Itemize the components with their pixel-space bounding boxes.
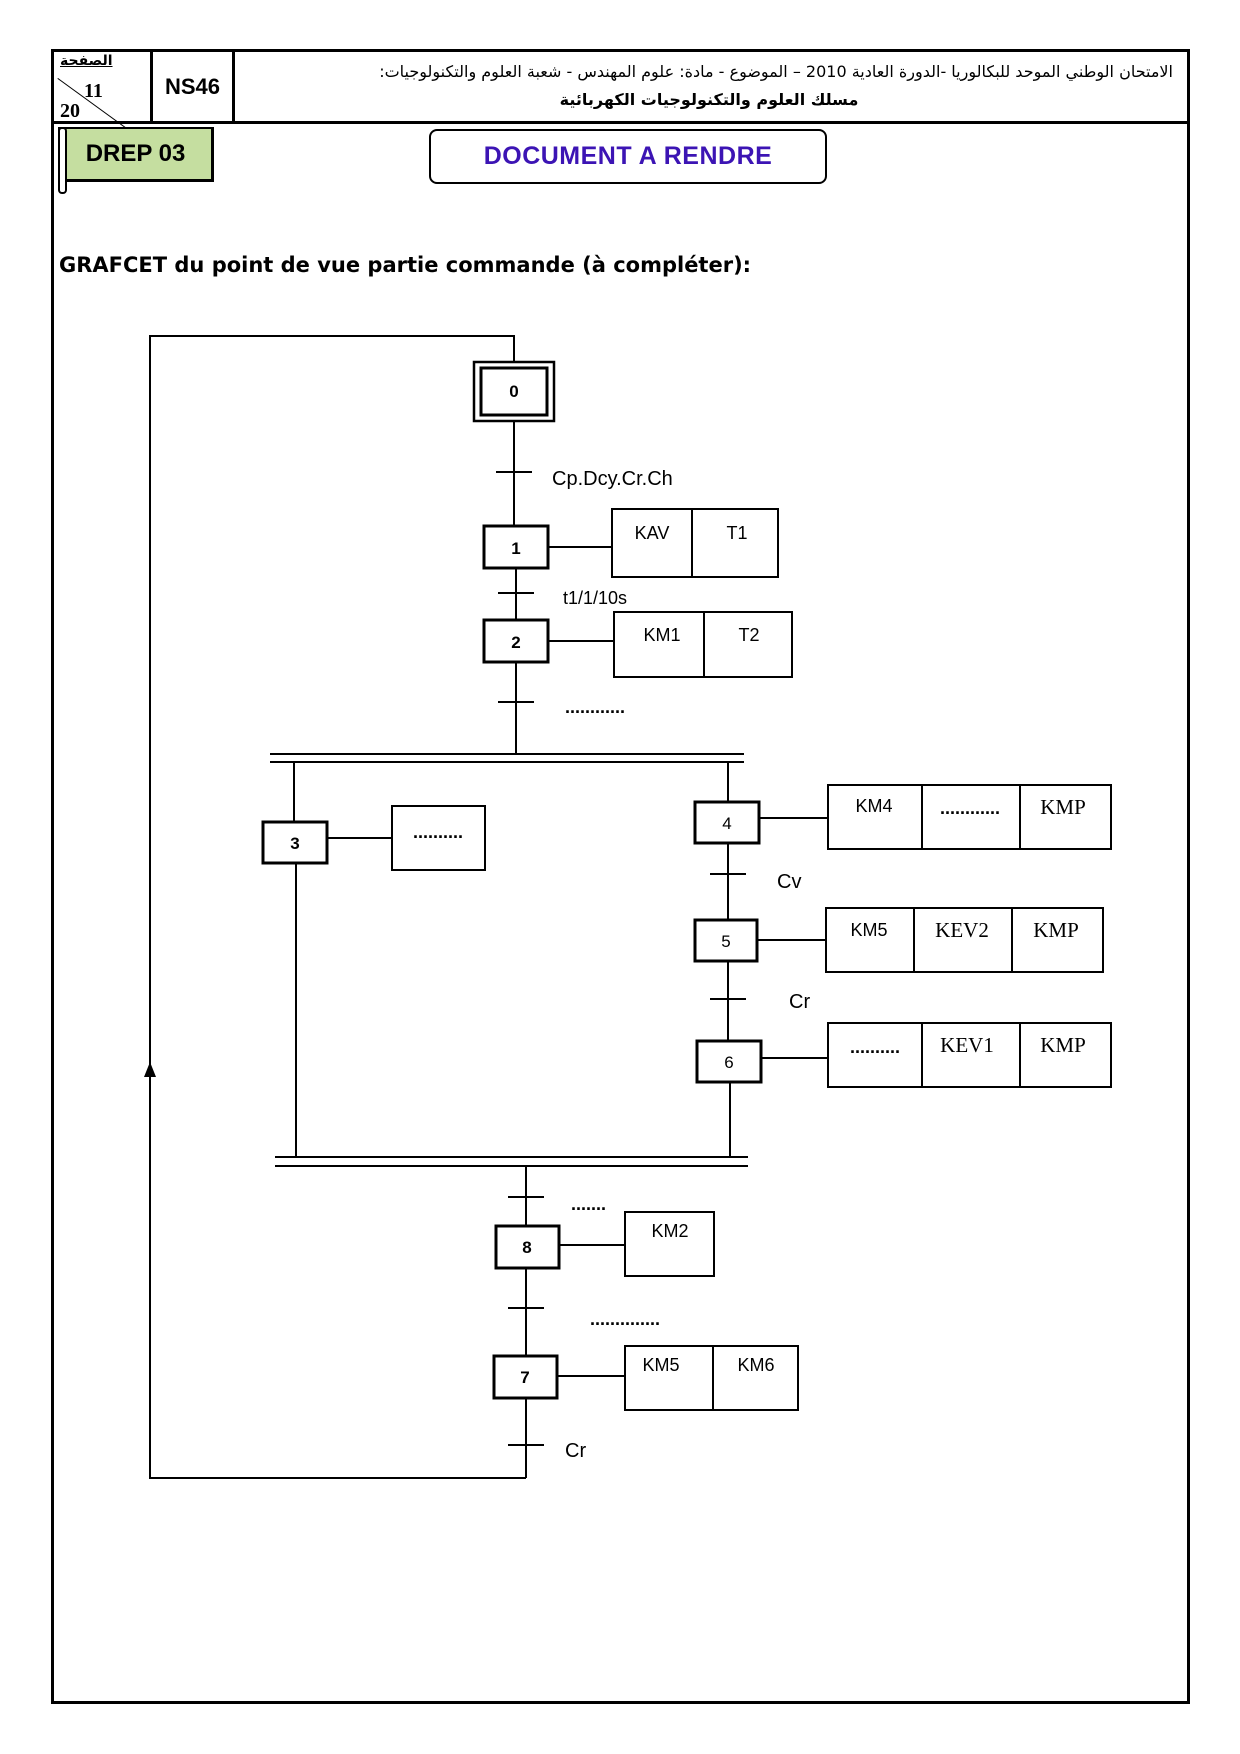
action-box-6 [827,1022,1112,1088]
step-0-label: 0 [509,382,518,401]
step-2-label: 2 [511,633,520,652]
action-box-7 [624,1345,799,1411]
action-box-4 [827,784,1112,850]
exam-title-line2: مسلك العلوم والتكنولوجيات الكهربائية [559,90,859,109]
step-4-label: 4 [722,814,731,833]
action-5-km5: KM5 [850,920,887,940]
action-2-km1: KM1 [643,625,680,645]
exam-title-line1: الامتحان الوطني الموحد للبكالوريا -الدور… [379,62,1173,81]
action-5-kev2: KEV2 [935,918,989,942]
action-box-3 [391,805,486,871]
action-1-kav: KAV [635,523,670,543]
action-6-kev1: KEV1 [940,1033,994,1057]
step-5-label: 5 [721,932,730,951]
loop-back-line [149,335,526,1479]
receptivity-2: ............ [565,697,625,717]
section-subtitle: GRAFCET du point de vue partie commande … [59,253,752,277]
action-5-kmp: KMP [1033,918,1079,942]
step-1-label: 1 [511,539,520,558]
action-4-kmp: KMP [1040,795,1086,819]
receptivity-4-5: Cv [777,871,801,893]
step-8 [494,1224,561,1270]
page-number: 11 [84,80,103,102]
action-box-8 [624,1211,715,1277]
action-6-blank: .......... [850,1037,900,1057]
receptivity-7-0: Cr [565,1440,586,1462]
step-7-label: 7 [520,1368,529,1387]
receptivity-1-2: t1/1/10s [563,588,627,608]
exam-title: الامتحان الوطني الموحد للبكالوريا -الدور… [232,49,1190,124]
action-4-km4: KM4 [855,796,892,816]
step-6-label: 6 [724,1053,733,1072]
drep-scroll-edge [58,127,67,194]
action-4-blank: ............ [940,798,1000,818]
receptivity-8-7: .............. [590,1309,660,1329]
action-7-km5: KM5 [642,1355,679,1375]
page-label: الصفحة [60,53,113,69]
action-box-1 [611,508,779,578]
document-title: DOCUMENT A RENDRE [429,129,827,184]
action-1-t1: T1 [726,523,747,543]
action-8-km2: KM2 [651,1221,688,1241]
receptivity-join-8: ....... [571,1194,606,1214]
step-3-label: 3 [290,834,299,853]
exam-code: NS46 [150,49,235,124]
drep-label: DREP 03 [58,127,214,182]
receptivity-5-6: Cr [789,991,810,1013]
step-8-label: 8 [522,1238,531,1257]
step-0-inner [479,366,549,417]
action-box-5 [825,907,1104,973]
action-6-kmp: KMP [1040,1033,1086,1057]
action-2-t2: T2 [738,625,759,645]
action-3-blank: .......... [413,822,463,842]
action-7-km6: KM6 [737,1355,774,1375]
page-total: 20 [60,100,80,122]
receptivity-0-1: Cp.Dcy.Cr.Ch [552,468,673,490]
loop-back-arrow-icon [144,1062,156,1077]
